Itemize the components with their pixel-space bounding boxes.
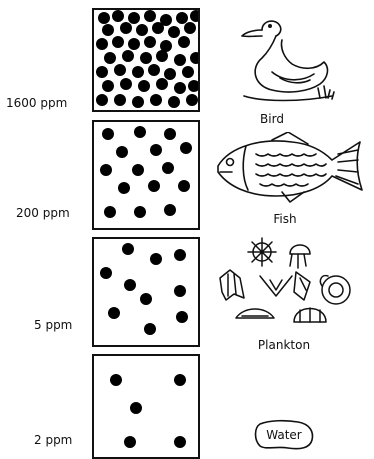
toxin-dot [182, 66, 194, 78]
toxin-dot [132, 164, 144, 176]
toxin-dot [120, 78, 132, 90]
toxin-dot [134, 126, 146, 138]
organism-name-plankton: Plankton [239, 338, 329, 352]
concentration-box-water [92, 354, 200, 459]
toxin-dot [180, 142, 192, 154]
concentration-box-bird [92, 8, 200, 112]
toxin-dot [132, 96, 144, 108]
concentration-box-plankton [92, 237, 200, 347]
toxin-dot [144, 10, 156, 22]
concentration-label-1600: 1600 ppm [6, 96, 67, 110]
duck-icon [232, 12, 342, 107]
toxin-dot [122, 243, 134, 255]
toxin-dot [100, 164, 112, 176]
toxin-dot [174, 374, 186, 386]
toxin-dot [144, 36, 156, 48]
toxin-dot [108, 307, 120, 319]
toxin-dot [110, 374, 122, 386]
toxin-dot [152, 22, 164, 34]
toxin-dot [164, 204, 176, 216]
toxin-dot [190, 10, 200, 22]
toxin-dot [176, 311, 188, 323]
concentration-label-5: 5 ppm [34, 318, 72, 332]
toxin-dot [144, 323, 156, 335]
toxin-dot [118, 182, 130, 194]
toxin-dot [104, 206, 116, 218]
toxin-dot [140, 293, 152, 305]
toxin-dot [188, 80, 200, 92]
toxin-dot [174, 54, 186, 66]
concentration-label-200: 200 ppm [16, 206, 70, 220]
toxin-dot [130, 402, 142, 414]
toxin-dot [138, 80, 150, 92]
toxin-dot [124, 436, 136, 448]
toxin-dot [102, 24, 114, 36]
toxin-dot [104, 52, 116, 64]
organism-name-water: Water [239, 428, 329, 442]
plankton-icon [214, 236, 364, 334]
toxin-dot [102, 128, 114, 140]
toxin-dot [174, 249, 186, 261]
toxin-dot [190, 52, 200, 64]
toxin-dot [168, 96, 180, 108]
fish-icon [212, 132, 367, 204]
toxin-dot [98, 12, 110, 24]
toxin-dot [156, 78, 168, 90]
toxin-dot [150, 253, 162, 265]
concentration-box-fish [92, 120, 200, 230]
toxin-dot [128, 38, 140, 50]
toxin-dot [174, 82, 186, 94]
toxin-dot [174, 285, 186, 297]
toxin-dot [134, 206, 146, 218]
toxin-dot [164, 128, 176, 140]
concentration-label-2: 2 ppm [34, 433, 72, 447]
toxin-dot [140, 52, 152, 64]
toxin-dot [124, 279, 136, 291]
toxin-dot [162, 162, 174, 174]
toxin-dot [156, 50, 168, 62]
toxin-dot [174, 436, 186, 448]
toxin-dot [112, 36, 124, 48]
toxin-dot [178, 180, 190, 192]
toxin-dot [184, 22, 196, 34]
toxin-dot [122, 50, 134, 62]
organism-name-bird: Bird [227, 112, 317, 126]
toxin-dot [186, 94, 198, 106]
toxin-dot [136, 24, 148, 36]
toxin-dot [96, 94, 108, 106]
toxin-dot [102, 80, 114, 92]
toxin-dot [120, 22, 132, 34]
toxin-dot [96, 66, 108, 78]
toxin-dot [148, 64, 160, 76]
toxin-dot [114, 94, 126, 106]
toxin-dot [100, 267, 112, 279]
toxin-dot [148, 180, 160, 192]
toxin-dot [150, 144, 162, 156]
toxin-dot [116, 146, 128, 158]
toxin-dot [132, 66, 144, 78]
toxin-dot [112, 10, 124, 22]
toxin-dot [150, 94, 162, 106]
toxin-dot [164, 68, 176, 80]
toxin-dot [114, 64, 126, 76]
toxin-dot [96, 38, 108, 50]
organism-name-fish: Fish [240, 212, 330, 226]
toxin-dot [178, 36, 190, 48]
toxin-dot [128, 12, 140, 24]
toxin-dot [168, 26, 180, 38]
